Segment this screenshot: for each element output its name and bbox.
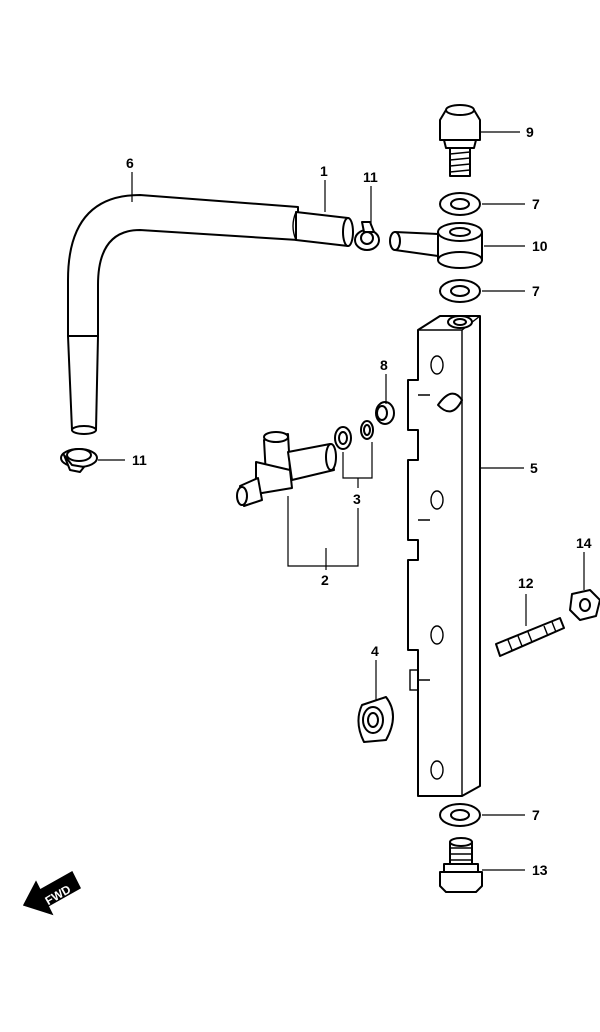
callout-11-upper: 11: [363, 169, 378, 185]
nut[interactable]: [569, 589, 600, 621]
fuel-rail[interactable]: [407, 315, 481, 797]
callout-4: 4: [371, 643, 379, 659]
damper[interactable]: [357, 696, 394, 743]
hose-clamp-upper[interactable]: [354, 221, 380, 251]
banjo-fitting[interactable]: [389, 222, 483, 269]
callout-6: 6: [126, 155, 134, 171]
callout-12: 12: [518, 575, 534, 591]
callout-3: 3: [353, 491, 361, 507]
callouts: 6 1 11 9 7 10 7 8 11 5 3 2 14 12 4 7 13: [126, 124, 592, 878]
drain-bolt[interactable]: [439, 837, 483, 893]
washer-middle[interactable]: [439, 279, 481, 303]
callout-13: 13: [532, 862, 548, 878]
callout-11-lower: 11: [132, 452, 147, 468]
o-rings[interactable]: [334, 420, 374, 450]
callout-7-upper: 7: [532, 196, 540, 212]
washer-upper[interactable]: [439, 192, 481, 216]
fwd-arrow-icon: FWD: [22, 870, 81, 916]
callout-7-lower: 7: [532, 807, 540, 823]
callout-9: 9: [526, 124, 534, 140]
washer-lower[interactable]: [439, 803, 481, 827]
callout-14: 14: [576, 535, 592, 551]
callout-2: 2: [321, 572, 329, 588]
cap[interactable]: [375, 401, 395, 425]
leader-lines: [98, 131, 585, 871]
callout-10: 10: [532, 238, 548, 254]
fuel-hose[interactable]: [67, 194, 354, 435]
banjo-bolt[interactable]: [439, 104, 481, 177]
callout-5: 5: [530, 460, 538, 476]
callout-1: 1: [320, 163, 328, 179]
stud-bolt[interactable]: [495, 617, 565, 657]
callout-7-middle: 7: [532, 283, 540, 299]
callout-8: 8: [380, 357, 388, 373]
fuel-joint[interactable]: [236, 431, 337, 507]
hose-clamp-lower[interactable]: [60, 448, 98, 473]
